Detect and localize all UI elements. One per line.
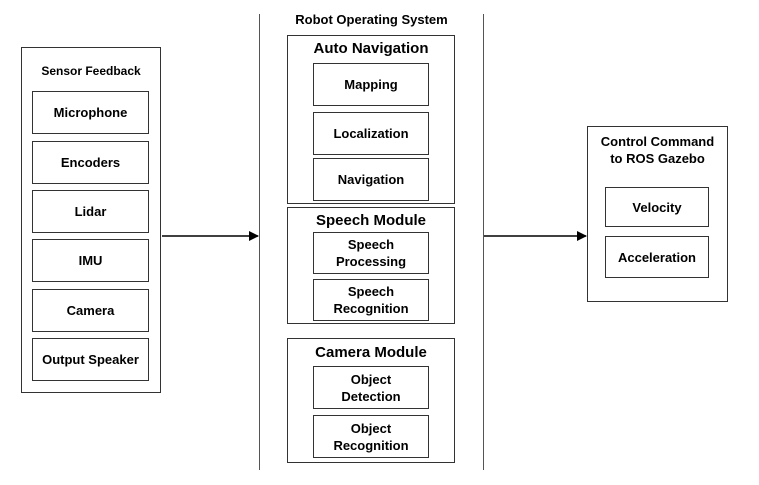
speech-processing-label: Speech Processing — [335, 237, 407, 269]
speech-module-title: Speech Module — [315, 212, 427, 229]
control-item-velocity: Velocity — [605, 187, 709, 227]
auto-nav-item-navigation: Navigation — [313, 158, 429, 201]
speech-item-processing: Speech Processing — [313, 232, 429, 274]
object-detection-label: Object Detection — [341, 371, 401, 404]
auto-nav-item-mapping: Mapping — [313, 63, 429, 106]
camera-module-title: Camera Module — [315, 344, 427, 361]
camera-item-object-recognition: Object Recognition — [313, 415, 429, 458]
control-command-title: Control Command to ROS Gazebo — [600, 134, 715, 166]
speech-item-recognition: Speech Recognition — [313, 279, 429, 321]
sensor-feedback-title: Sensor Feedback — [41, 64, 141, 78]
object-recognition-label: Object Recognition — [333, 420, 409, 453]
sensor-item-camera: Camera — [32, 289, 149, 332]
ros-title: Robot Operating System — [295, 12, 448, 27]
sensor-item-encoders: Encoders — [32, 141, 149, 184]
control-item-acceleration: Acceleration — [605, 236, 709, 278]
ros-boundary-left — [259, 14, 260, 470]
speech-recognition-label: Speech Recognition — [333, 284, 409, 316]
sensor-item-lidar: Lidar — [32, 190, 149, 233]
sensor-item-output-speaker: Output Speaker — [32, 338, 149, 381]
sensor-item-microphone: Microphone — [32, 91, 149, 134]
ros-boundary-right — [483, 14, 484, 470]
camera-item-object-detection: Object Detection — [313, 366, 429, 409]
sensor-item-imu: IMU — [32, 239, 149, 282]
auto-nav-item-localization: Localization — [313, 112, 429, 155]
auto-navigation-title: Auto Navigation — [313, 40, 429, 57]
